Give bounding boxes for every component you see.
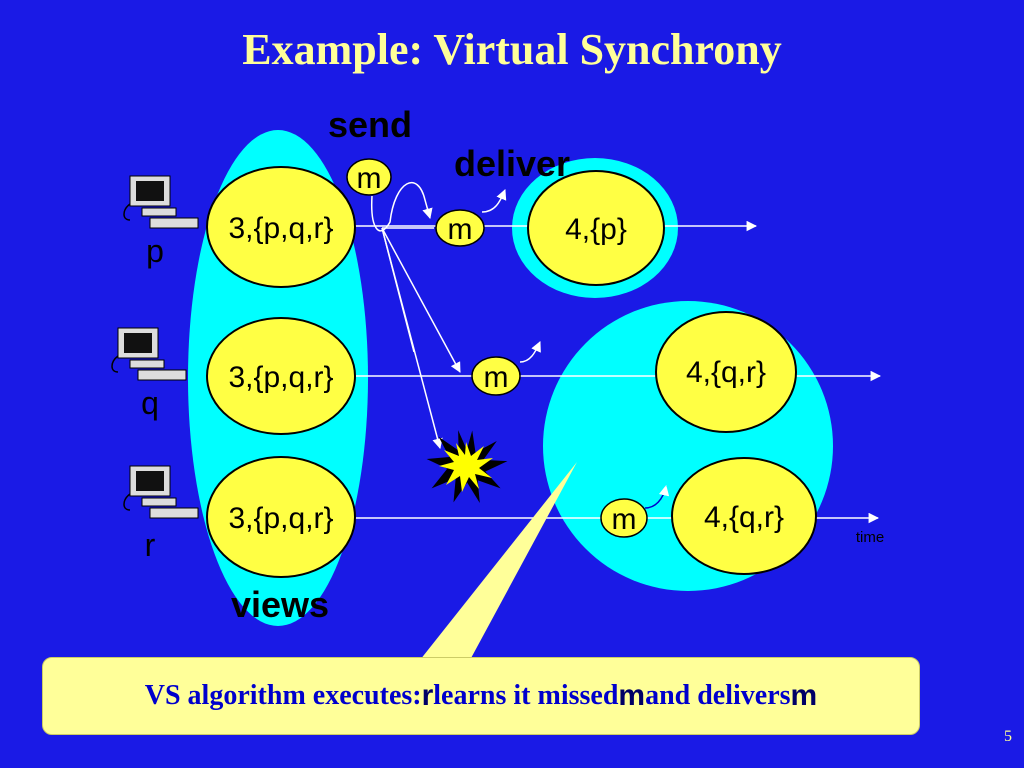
message-token-send: [346, 158, 392, 196]
message-arrow-to-q: [381, 227, 461, 373]
message-label-send: m: [357, 162, 382, 195]
view-label-p-new: 4,{p}: [565, 213, 627, 246]
message-token-p: [435, 209, 485, 247]
view-node-p-new: [527, 170, 665, 286]
message-token-r: [600, 498, 648, 538]
callout-text-3: learns it missed: [433, 680, 619, 711]
message-label-r: m: [612, 503, 637, 536]
computer-icon: [111, 327, 187, 381]
slide-number: 5: [1004, 728, 1012, 745]
message-label-q: m: [484, 361, 509, 394]
process-label-q: q: [141, 385, 159, 421]
callout-text-5: and delivers: [645, 680, 791, 711]
view-node-r-old: [206, 456, 356, 578]
view-label-p-old: 3,{p,q,r}: [228, 212, 333, 245]
computer-icon: [123, 175, 199, 229]
deliver-arrow-r: [644, 484, 670, 509]
view-node-p-old: [206, 166, 356, 288]
callout-pointer: [420, 462, 577, 660]
deliver-arrow-p: [481, 189, 507, 213]
view-label-r-new: 4,{q,r}: [704, 501, 784, 534]
message-arrow-short: [381, 227, 415, 353]
views-label: views: [231, 584, 329, 625]
slide-title: Example: Virtual Synchrony: [242, 25, 782, 74]
process-label-p: p: [146, 233, 164, 269]
time-axis-label: time: [856, 529, 884, 546]
deliver-label: deliver: [454, 143, 570, 184]
callout-text-1: VS algorithm executes:: [144, 680, 422, 711]
deliver-arrow-q: [519, 341, 541, 363]
view-node-r-new: [671, 457, 817, 575]
send-loop-arrow: [371, 181, 433, 232]
callout-text-4: m: [618, 679, 646, 712]
send-label: send: [328, 104, 412, 145]
view-label-r-old: 3,{p,q,r}: [228, 502, 333, 535]
callout-text-2: r: [421, 679, 434, 712]
process-label-r: r: [145, 527, 156, 563]
view-label-q-old: 3,{p,q,r}: [228, 361, 333, 394]
message-label-p: m: [448, 213, 473, 246]
message-token-q: [471, 356, 521, 396]
view-node-q-old: [206, 317, 356, 435]
computer-icon: [123, 465, 199, 519]
view-node-q-new: [655, 311, 797, 433]
view-label-q-new: 4,{q,r}: [686, 356, 766, 389]
message-loss-burst-icon: [426, 430, 508, 503]
callout-text-6: m: [790, 679, 818, 712]
callout-box: VS algorithm executes: r learns it misse…: [42, 657, 920, 735]
